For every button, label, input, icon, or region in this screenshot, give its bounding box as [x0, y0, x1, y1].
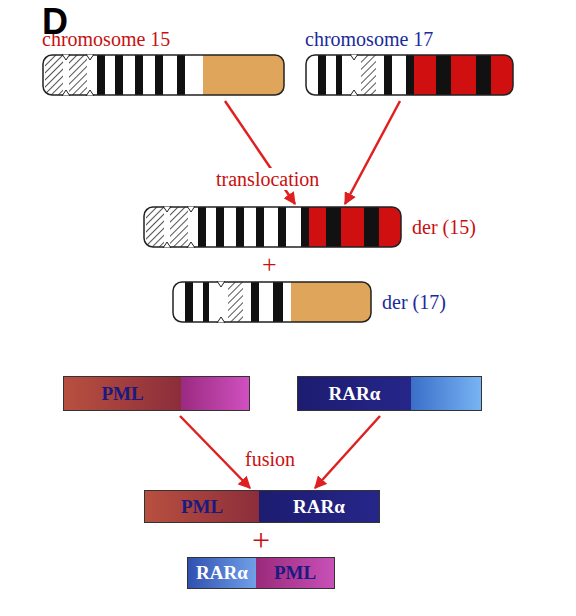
protein-domain: RARα [298, 377, 411, 410]
arrow-connector [315, 416, 380, 488]
chromosome-band [97, 55, 105, 95]
chromosome-name: der (15) [412, 215, 476, 239]
protein-domain: RARα [259, 491, 379, 522]
chromosome-band [301, 207, 309, 247]
chromosome-band [364, 207, 379, 247]
chromosome-bands [306, 55, 513, 95]
chromosome-name: chromosome 17 [305, 26, 433, 52]
chromosome-band [135, 55, 143, 95]
arrow-connector [345, 101, 400, 204]
centromere [187, 206, 195, 248]
chromosome-body [173, 282, 371, 322]
chromosome-band [476, 55, 491, 95]
chromosome-bands [144, 207, 401, 247]
chromosome-band [291, 282, 371, 322]
pml-protein: PML [63, 376, 250, 411]
protein-domain: PML [64, 377, 181, 410]
chromosome-body [144, 207, 401, 247]
chromosome-band [318, 55, 326, 95]
chromosome-band [216, 207, 224, 247]
chromosome-band [198, 207, 206, 247]
rara-protein: RARα [297, 376, 482, 411]
centromere [217, 281, 225, 323]
arrow-connector [180, 416, 250, 488]
protein-bar: RARα PML [187, 557, 335, 589]
chromosome-band [251, 282, 259, 322]
chromosome-outline [43, 55, 284, 95]
protein-domain [181, 377, 249, 410]
chromosome-band [170, 207, 188, 247]
chromosome-band [155, 55, 163, 95]
chromosome-band [256, 207, 264, 247]
protein-name: PML [274, 562, 316, 584]
protein-domain: RARα [188, 558, 256, 588]
derivative-chromosome-17: der (17) [172, 281, 446, 323]
protein-name: RARα [196, 562, 248, 584]
protein-name: PML [101, 383, 143, 405]
chromosome-band [236, 207, 244, 247]
protein-name: RARα [329, 383, 381, 405]
chromosome-15: chromosome 15 [42, 26, 285, 96]
chromosome-bands [173, 282, 371, 322]
chromosome-band [301, 207, 401, 247]
panel-letter: D [42, 2, 68, 42]
chromosome-band [185, 282, 193, 322]
chromosome-band [406, 55, 513, 95]
protein-bar: PML RARα [144, 490, 380, 523]
pml-rara-fusion-protein: PML RARα [144, 490, 380, 523]
chromosome-band [406, 55, 414, 95]
centromere [86, 54, 94, 96]
chromosome-band [436, 55, 451, 95]
protein-name: PML [181, 496, 223, 518]
chromosome-band [45, 55, 63, 95]
plus-sign: + [252, 523, 270, 558]
centromere [350, 54, 358, 96]
derivative-chromosome-15: der (15) [143, 206, 476, 248]
process-label: translocation [213, 168, 322, 190]
centromere [163, 206, 171, 248]
chromosome-outline [144, 207, 401, 247]
protein-bar: RARα [297, 376, 482, 411]
chromosome-band [326, 207, 341, 247]
protein-bar: PML [63, 376, 250, 411]
chromosome-drawing [172, 281, 372, 323]
chromosome-body [306, 55, 513, 95]
rara-pml-fusion-protein: RARα PML [187, 557, 335, 589]
chromosome-name: der (17) [382, 290, 446, 314]
chromosome-band [203, 55, 284, 95]
chromosome-band [336, 55, 342, 95]
chromosome-band [203, 282, 209, 322]
chromosome-band [361, 55, 376, 95]
chromosome-band [146, 207, 164, 247]
protein-name: RARα [293, 496, 345, 518]
protein-domain: PML [145, 491, 259, 522]
protein-domain [411, 377, 481, 410]
protein-domain: PML [256, 558, 334, 588]
chromosome-band [273, 282, 283, 322]
chromosome-17: chromosome 17 [305, 26, 514, 96]
chromosome-band [278, 207, 286, 247]
chromosome-band [69, 55, 87, 95]
centromere [62, 54, 70, 96]
chromosome-drawing [305, 54, 514, 96]
chromosome-band [228, 282, 243, 322]
chromosome-body [43, 55, 284, 95]
chromosome-band [384, 55, 392, 95]
process-label: fusion [242, 448, 298, 470]
chromosome-band [115, 55, 123, 95]
chromosome-drawing [42, 54, 285, 96]
chromosome-band [177, 55, 185, 95]
plus-sign: + [262, 251, 277, 280]
chromosome-drawing [143, 206, 402, 248]
chromosome-outline [306, 55, 513, 95]
chromosome-bands [43, 55, 284, 95]
chromosome-outline [173, 282, 371, 322]
